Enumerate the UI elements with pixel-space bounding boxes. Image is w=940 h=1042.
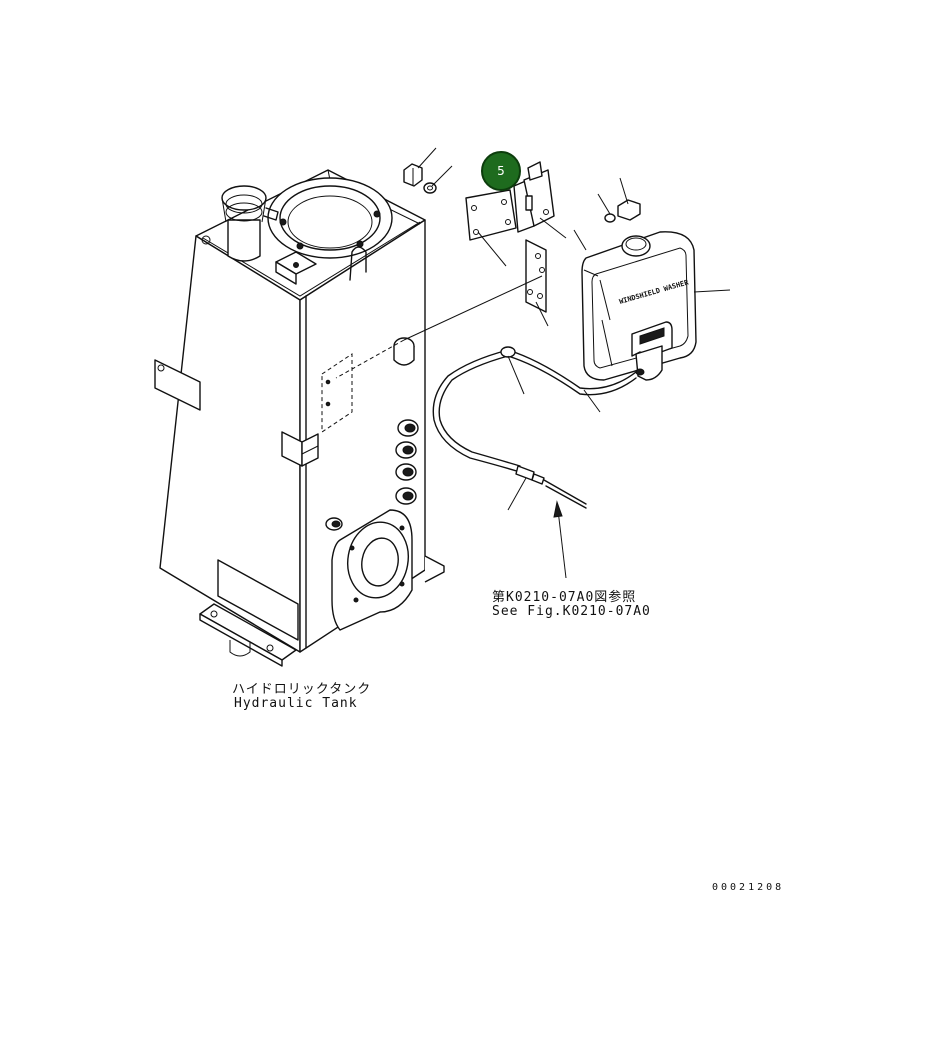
hydraulic-tank[interactable] (154, 169, 445, 667)
tank-label-english: Hydraulic Tank (234, 696, 358, 711)
reference-label-english: See Fig.K0210-07A0 (492, 604, 651, 619)
tank-port-fittings (395, 419, 419, 505)
reference-label-japanese: 第K0210-07A0図参照 (492, 590, 637, 605)
washer-right[interactable] (604, 213, 616, 223)
tank-filler-breather (221, 185, 279, 262)
tank-boss (393, 337, 415, 366)
reference-arrow (553, 500, 567, 579)
bolt-right[interactable] (617, 199, 641, 221)
mounting-plate[interactable] (525, 239, 547, 313)
windshield-washer-tank[interactable] (581, 231, 697, 381)
bolt-left[interactable] (403, 163, 423, 187)
drawing-number: 00021208 (712, 882, 785, 893)
tank-label-japanese: ハイドロリックタンク (232, 682, 372, 697)
tank-top-filter-port (267, 177, 393, 281)
callout-number: 5 (497, 164, 505, 178)
washer-tank-bracket[interactable] (465, 161, 555, 241)
washer-hose[interactable] (432, 346, 637, 509)
tank-suction-flange (331, 509, 413, 631)
callout-balloon-5[interactable]: 5 (481, 151, 521, 191)
